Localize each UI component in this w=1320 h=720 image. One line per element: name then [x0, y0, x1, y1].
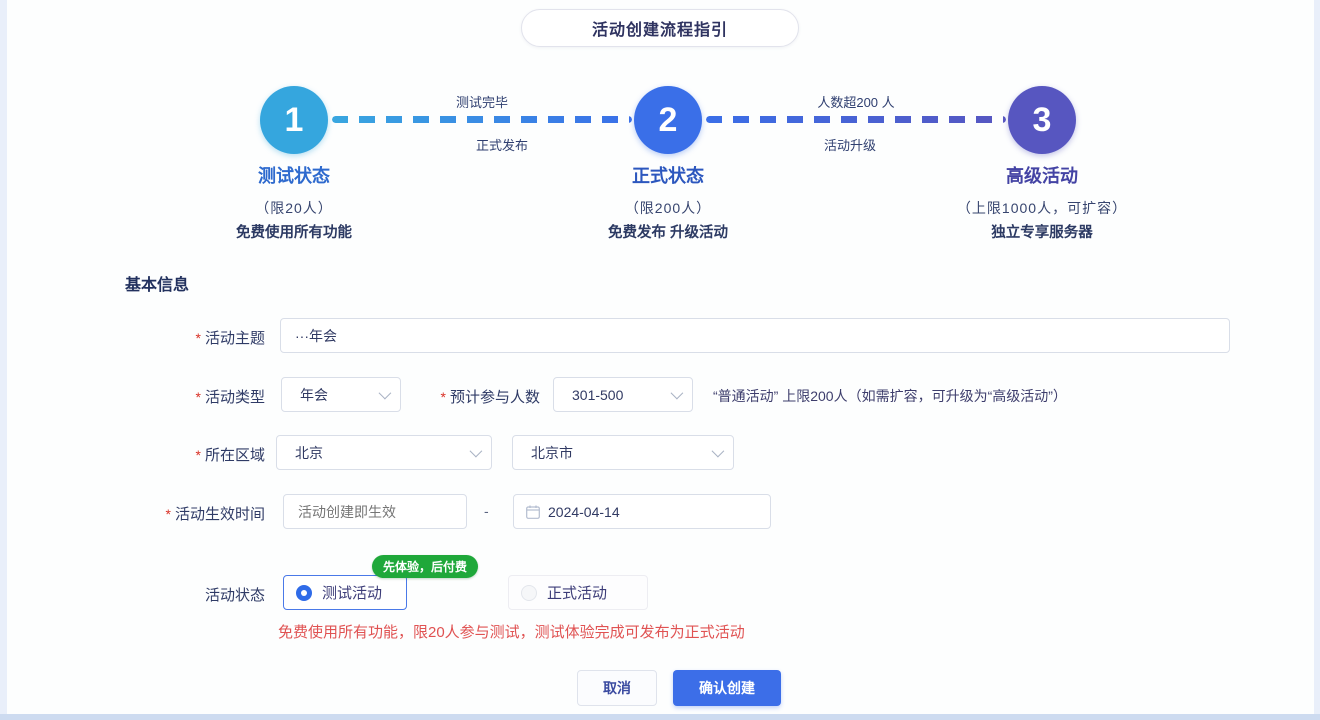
frame-edge-bottom — [0, 714, 1320, 720]
calendar-icon — [526, 505, 540, 519]
page-title: 活动创建流程指引 — [521, 9, 799, 47]
type-label: 活动类型 — [115, 386, 265, 407]
status-option-official-label: 正式活动 — [547, 585, 608, 602]
step-2-title: 正式状态 — [632, 166, 704, 186]
theme-label: 活动主题 — [115, 327, 265, 348]
step-connector-1 — [332, 116, 632, 123]
status-option-test-label: 测试活动 — [322, 585, 383, 602]
confirm-create-button[interactable]: 确认创建 — [673, 670, 781, 706]
theme-input[interactable] — [280, 318, 1230, 353]
cancel-button[interactable]: 取消 — [577, 670, 657, 706]
step-3-circle: 3 — [1008, 86, 1076, 154]
step-2-desc: 免费发布 升级活动 — [607, 225, 729, 241]
step-1-circle: 1 — [260, 86, 328, 154]
step-connector-2 — [706, 116, 1006, 123]
status-option-test[interactable]: 测试活动 — [283, 575, 407, 610]
effective-end-date-picker[interactable]: 2024-04-14 — [513, 494, 771, 529]
status-option-official[interactable]: 正式活动 — [508, 575, 648, 610]
region-city-value: 北京市 — [531, 444, 573, 461]
chevron-down-icon — [670, 386, 684, 400]
frame-edge-right — [1314, 0, 1320, 720]
radio-selected-icon — [296, 584, 312, 601]
step-1-limit: （限20人） — [255, 200, 333, 216]
step-2-circle: 2 — [634, 86, 702, 154]
type-select-value: 年会 — [300, 386, 328, 403]
step-3-limit: （上限1000人，可扩容） — [956, 200, 1128, 216]
connector-1-top-label: 测试完毕 — [455, 95, 508, 110]
participants-select-value: 301-500 — [572, 386, 624, 403]
participants-label: 预计参与人数 — [390, 386, 540, 407]
chevron-down-icon — [711, 444, 725, 458]
step-3-title: 高级活动 — [1006, 166, 1078, 186]
trial-badge: 先体验，后付费 — [372, 555, 479, 578]
region-province-select[interactable]: 北京 — [276, 435, 492, 470]
effective-end-date-value: 2024-04-14 — [548, 503, 620, 520]
connector-1-bottom-label: 正式发布 — [475, 138, 528, 153]
step-2-limit: （限200人） — [624, 200, 712, 216]
chevron-down-icon — [469, 444, 483, 458]
radio-unselected-icon — [521, 584, 537, 601]
region-city-select[interactable]: 北京市 — [512, 435, 734, 470]
status-hint-text: 免费使用所有功能，限20人参与测试，测试体验完成可发布为正式活动 — [278, 624, 745, 641]
section-title-basic-info: 基本信息 — [125, 277, 190, 294]
connector-2-bottom-label: 活动升级 — [823, 138, 876, 153]
status-label: 活动状态 — [204, 587, 265, 604]
connector-2-top-label: 人数超200 人 — [817, 95, 895, 110]
participants-select[interactable]: 301-500 — [553, 377, 693, 412]
region-province-value: 北京 — [295, 444, 323, 461]
step-1-title: 测试状态 — [258, 166, 330, 186]
date-range-separator: - — [484, 503, 489, 519]
region-label: 所在区域 — [115, 444, 265, 465]
effective-time-label: 活动生效时间 — [115, 503, 265, 524]
frame-edge-left — [0, 0, 7, 720]
step-1-desc: 免费使用所有功能 — [236, 225, 352, 241]
effective-start-input — [283, 494, 467, 529]
participants-note: “普通活动” 上限200人（如需扩容，可升级为“高级活动”） — [713, 388, 1067, 404]
step-3-desc: 独立专享服务器 — [991, 225, 1093, 241]
type-select[interactable]: 年会 — [281, 377, 401, 412]
